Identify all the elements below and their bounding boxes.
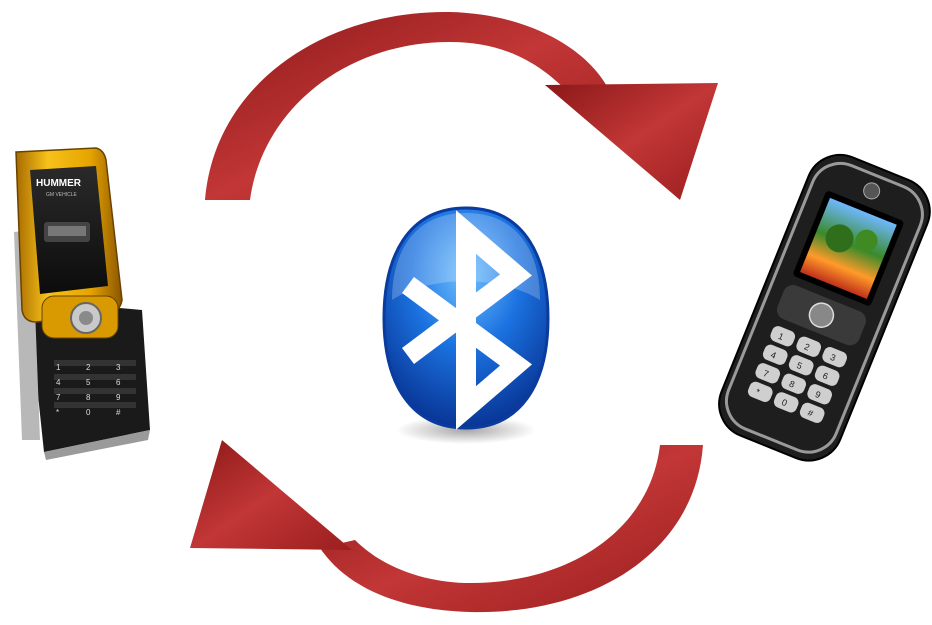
svg-text:6: 6 — [116, 378, 121, 387]
brand-label: HUMMER — [36, 178, 82, 189]
svg-text:*: * — [56, 408, 59, 417]
arrow-top-icon — [205, 12, 718, 200]
arrow-bottom-icon — [190, 440, 703, 612]
svg-text:5: 5 — [86, 378, 91, 387]
svg-text:0: 0 — [86, 408, 91, 417]
svg-text:#: # — [116, 408, 121, 417]
svg-text:9: 9 — [116, 393, 121, 402]
right-phone-image: 1 2 3 4 5 6 7 8 9 * 0 # — [709, 145, 932, 471]
svg-text:2: 2 — [86, 363, 91, 372]
svg-text:4: 4 — [56, 378, 61, 387]
brand-sub-label: GM VEHICLE — [46, 192, 78, 198]
bluetooth-icon — [384, 208, 548, 444]
svg-text:3: 3 — [116, 363, 121, 372]
svg-text:8: 8 — [86, 393, 91, 402]
left-phone-image: HUMMER GM VEHICLE 1 2 3 4 5 6 7 8 9 * 0 … — [14, 148, 150, 460]
svg-text:1: 1 — [56, 363, 61, 372]
svg-text:7: 7 — [56, 393, 61, 402]
